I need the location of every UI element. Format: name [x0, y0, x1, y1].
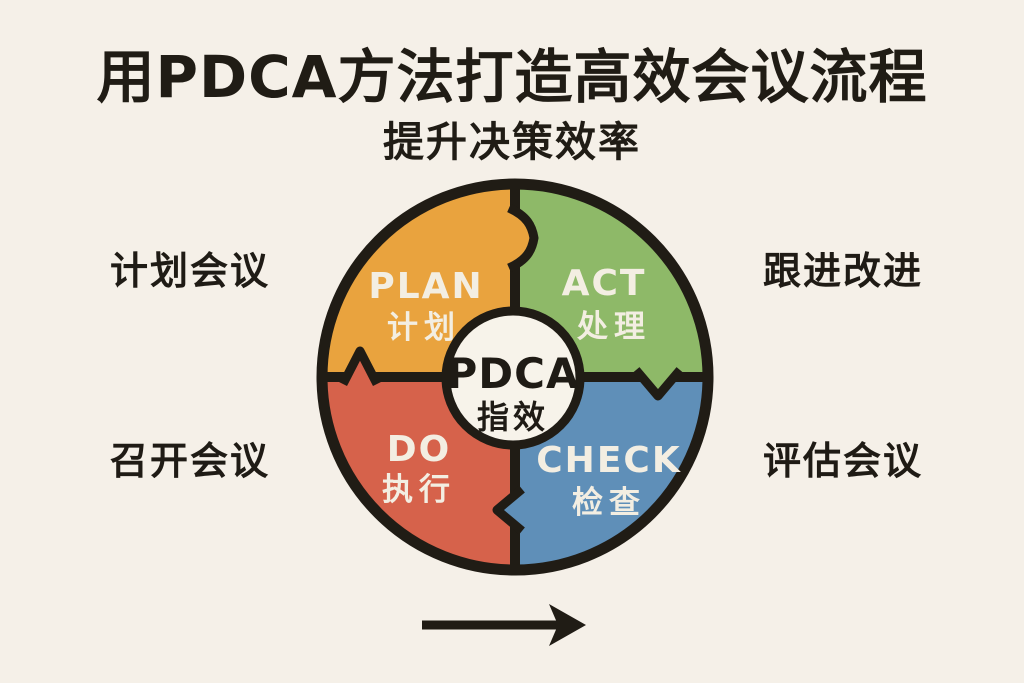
page-subtitle: 提升决策效率 — [383, 118, 641, 166]
label-act-zh: 处理 — [576, 309, 651, 345]
wheel-center-circle — [441, 306, 585, 450]
right-arrow-icon — [422, 604, 586, 646]
label-plan-en: PLAN — [368, 266, 483, 307]
tab-check-to-do — [492, 485, 525, 535]
label-check-en: CHECK — [536, 440, 681, 481]
wheel-outer-ring — [316, 178, 714, 576]
side-label-follow-up: 跟进改进 — [763, 249, 924, 293]
label-do-en: DO — [387, 429, 452, 470]
side-label-hold-meeting: 召开会议 — [110, 439, 271, 483]
label-check-zh: 检查 — [572, 485, 646, 521]
tab-plan-to-act — [507, 203, 539, 273]
label-act-en: ACT — [562, 263, 647, 304]
hub-acronym: PDCA — [447, 349, 580, 398]
tab-act-to-check — [632, 367, 684, 401]
tab-do-to-plan — [338, 346, 382, 387]
label-plan-zh: 计划 — [387, 310, 461, 346]
hub-label: 指效 — [477, 398, 549, 436]
side-label-plan-meeting: 计划会议 — [110, 249, 271, 293]
side-label-evaluate-meeting: 评估会议 — [763, 439, 924, 483]
label-do-zh: 执行 — [382, 472, 456, 508]
page-title: 用PDCA方法打造高效会议流程 — [96, 43, 928, 111]
